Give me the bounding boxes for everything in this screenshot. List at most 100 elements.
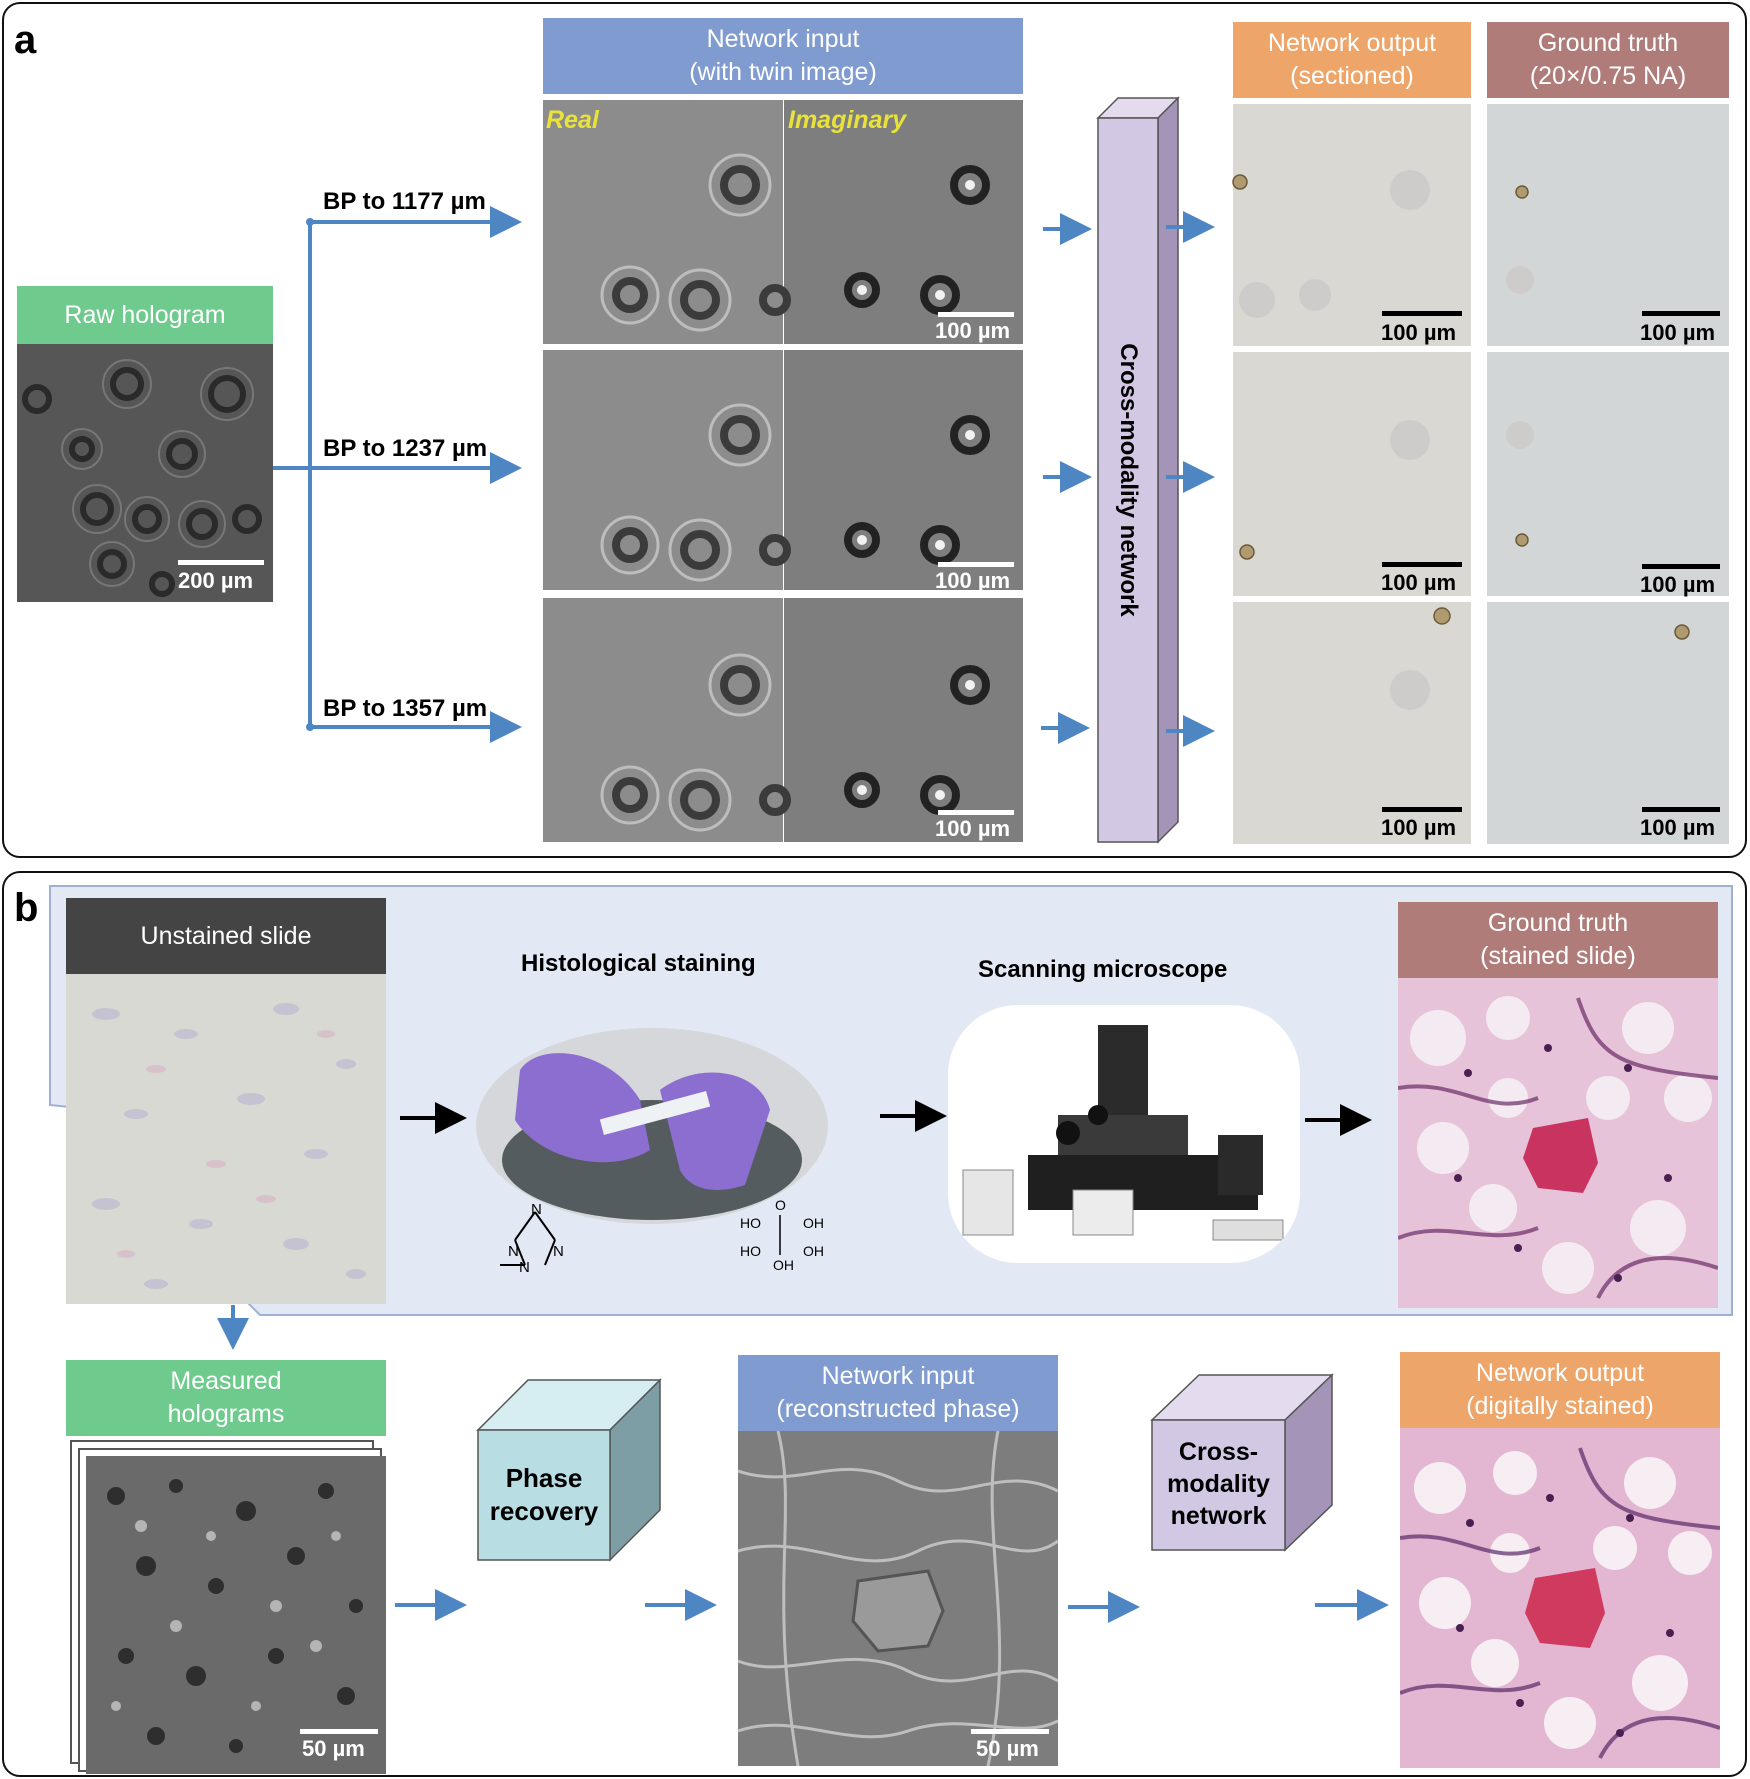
chem-n-4: N — [519, 1259, 530, 1276]
ground-truth-b-header: Ground truth (stained slide) — [1398, 902, 1718, 978]
raw-hologram-header: Raw hologram — [17, 286, 273, 344]
chem-o: O — [775, 1197, 786, 1213]
network-input-scale-label-1: 100 µm — [935, 318, 1011, 343]
network-output-b-title-1: Network output — [1475, 1359, 1645, 1387]
network-output-image-3 — [1233, 602, 1471, 844]
unstained-slide-header: Unstained slide — [66, 898, 386, 974]
network-input-real-3 — [543, 598, 783, 842]
network-input-b-title-1: Network input — [821, 1362, 975, 1390]
unstained-speckles — [92, 1003, 366, 1289]
network-input-real-2 — [543, 350, 783, 590]
ground-truth-a-scalebar-3 — [1642, 807, 1720, 812]
network-input-scale-label-2: 100 µm — [935, 568, 1011, 593]
scanning-microscope-title: Scanning microscope — [978, 956, 1228, 983]
network-input-b-title-2: (reconstructed phase) — [776, 1395, 1020, 1423]
raw-hologram-scalebar — [178, 560, 264, 565]
ground-truth-a-image-1 — [1487, 104, 1729, 346]
raw-hologram-scale-label: 200 µm — [178, 568, 254, 593]
unstained-slide-title: Unstained slide — [140, 921, 312, 950]
network-input-b-scale-label: 50 µm — [976, 1736, 1039, 1761]
chem-n-1: N — [531, 1201, 542, 1218]
network-input-b-header: Network input (reconstructed phase) — [738, 1355, 1058, 1431]
phase-web — [738, 1431, 1058, 1766]
network-input-scale-label-3: 100 µm — [935, 816, 1011, 841]
raw-hologram-rings — [22, 359, 262, 597]
measured-title-2: holograms — [167, 1400, 285, 1428]
measured-scale-label: 50 µm — [302, 1736, 365, 1761]
microscope-photo — [948, 1005, 1300, 1263]
ground-truth-a-scale-label-1: 100 µm — [1640, 320, 1716, 345]
network-input-imag-3 — [784, 598, 1023, 842]
network-output-scalebar-2 — [1382, 562, 1462, 567]
network-output-scale-label-1: 100 µm — [1381, 320, 1457, 345]
raw-hologram-title: Raw hologram — [64, 300, 226, 329]
ground-truth-a-title-2: (20×/0.75 NA) — [1529, 62, 1687, 90]
ground-truth-a-image-3 — [1487, 602, 1729, 844]
phase-recovery-line2: recovery — [489, 1496, 599, 1526]
ground-truth-b-title-2: (stained slide) — [1480, 942, 1636, 970]
bp-label-2: BP to 1237 µm — [323, 435, 488, 462]
measured-holograms-header: Measured holograms — [66, 1360, 386, 1436]
cross-modality-line1: Cross- — [1178, 1438, 1259, 1466]
raw-hologram-image — [17, 344, 273, 602]
phase-recovery-line1: Phase — [505, 1463, 583, 1493]
chem-n-2: N — [508, 1243, 519, 1260]
network-output-image-2 — [1233, 352, 1471, 596]
network-input-title-2: (with twin image) — [689, 58, 877, 86]
reconstructed-phase-image — [738, 1431, 1058, 1766]
measured-scalebar — [300, 1729, 378, 1734]
network-output-scalebar-3 — [1382, 807, 1462, 812]
ground-truth-a-title-1: Ground truth — [1537, 29, 1679, 57]
measured-hologram-image — [86, 1456, 386, 1774]
network-output-header: Network output (sectioned) — [1233, 22, 1471, 98]
chem-ho-1: HO — [740, 1215, 761, 1231]
ground-truth-a-image-2 — [1487, 352, 1729, 596]
panel-b-letter: b — [14, 886, 39, 930]
ground-truth-a-header: Ground truth (20×/0.75 NA) — [1487, 22, 1729, 98]
ground-truth-b-tissue — [1398, 996, 1718, 1299]
network-output-scalebar-1 — [1382, 311, 1462, 316]
network-output-title-2: (sectioned) — [1290, 62, 1414, 90]
network-input-header: Network input (with twin image) — [543, 18, 1023, 94]
hologram-speckle — [107, 1479, 363, 1753]
panel-a-letter: a — [14, 18, 37, 62]
network-output-title-1: Network output — [1267, 29, 1437, 57]
ground-truth-b-title-1: Ground truth — [1487, 909, 1629, 937]
ground-truth-b-image — [1398, 978, 1718, 1308]
network-output-b-title-2: (digitally stained) — [1466, 1392, 1654, 1420]
histological-staining-title: Histological staining — [521, 950, 756, 977]
ground-truth-a-scalebar-2 — [1642, 564, 1720, 569]
real-label: Real — [546, 106, 599, 134]
ground-truth-a-scalebar-1 — [1642, 311, 1720, 316]
unstained-slide-image — [66, 974, 386, 1304]
network-output-b-header: Network output (digitally stained) — [1400, 1352, 1720, 1428]
network-output-scale-label-3: 100 µm — [1381, 815, 1457, 840]
chem-n-3: N — [553, 1243, 564, 1260]
chem-ho-2: HO — [740, 1243, 761, 1259]
panel-a-frame — [2, 2, 1747, 858]
bp-label-3: BP to 1357 µm — [323, 695, 488, 722]
chem-oh-2: OH — [803, 1243, 824, 1259]
measured-title-1: Measured — [170, 1367, 282, 1395]
imaginary-label: Imaginary — [788, 106, 907, 134]
digitally-stained-image — [1400, 1428, 1720, 1768]
panel-b-frame — [2, 871, 1747, 1777]
network-input-imag-2 — [784, 350, 1023, 590]
cross-modality-cube-label: Cross- modality network — [1152, 1436, 1285, 1532]
network-input-scalebar-2 — [938, 562, 1014, 567]
chem-oh-1: OH — [803, 1215, 824, 1231]
cross-modality-line2: modality — [1167, 1470, 1270, 1498]
phase-recovery-label: Phase recovery — [478, 1462, 610, 1528]
microscope-drawing — [962, 1025, 1284, 1241]
cross-modality-line3: network — [1170, 1502, 1267, 1530]
network-input-title-1: Network input — [706, 25, 860, 53]
